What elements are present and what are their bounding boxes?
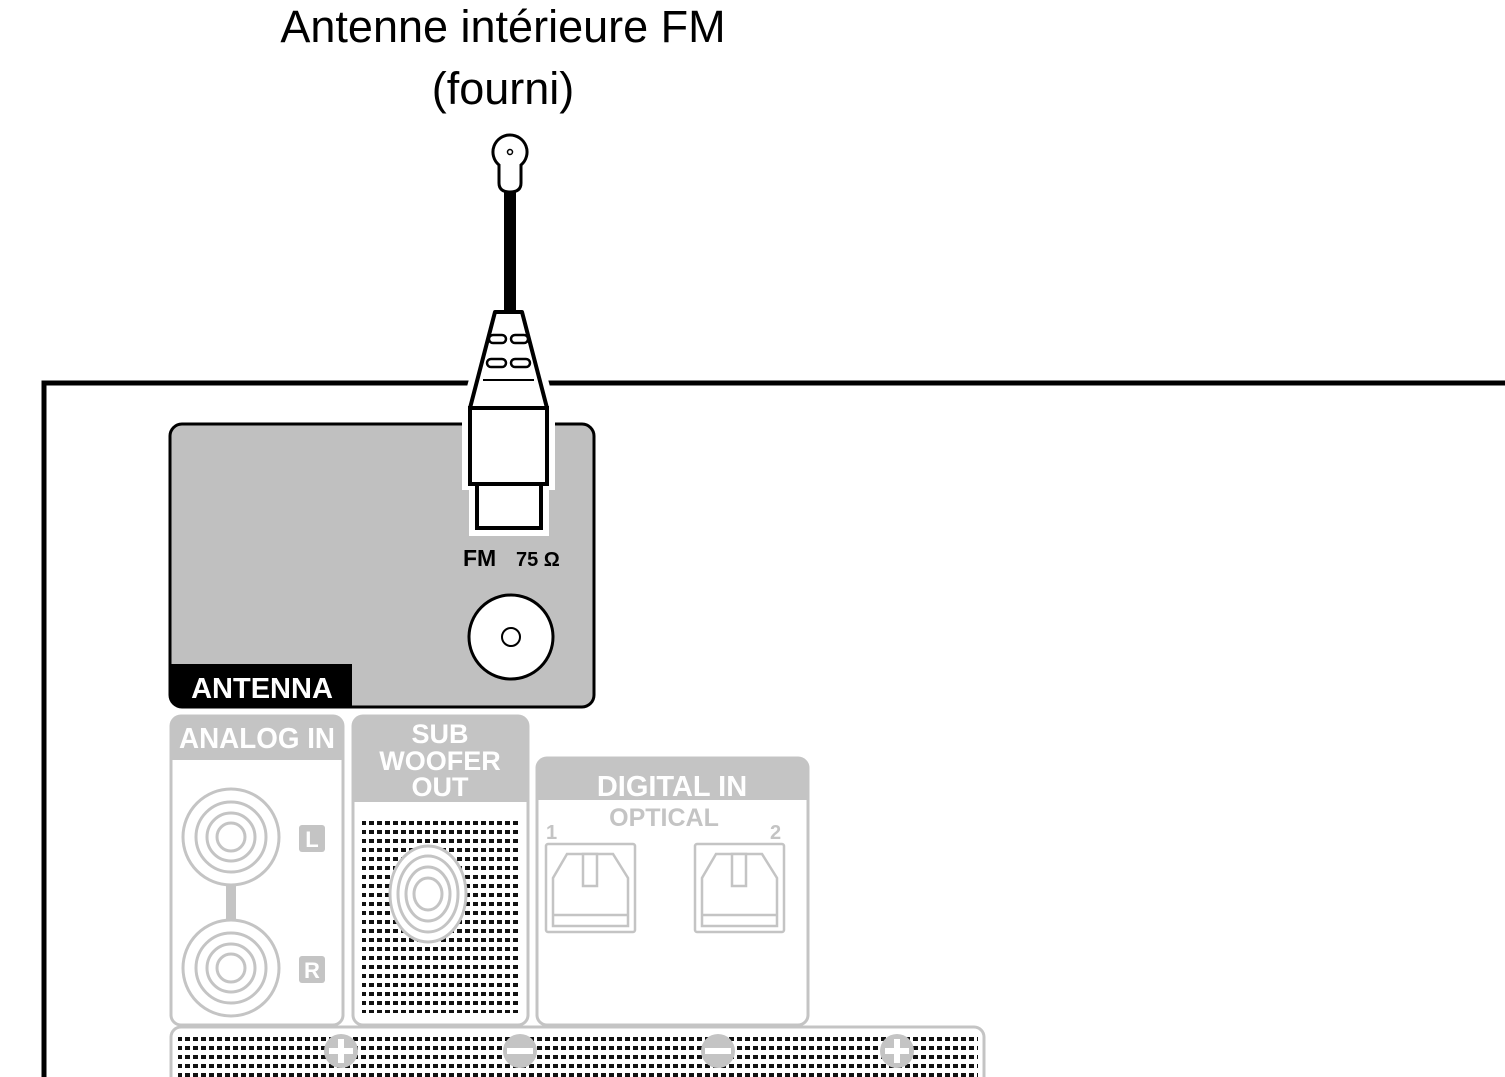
optical-port-2[interactable] bbox=[693, 842, 786, 934]
analog-in-right-jack[interactable] bbox=[181, 918, 281, 1018]
digital-in-section: DIGITAL IN OPTICAL 1 2 bbox=[535, 756, 810, 1027]
subwoofer-out-section: SUB WOOFER OUT bbox=[351, 714, 530, 1027]
digital-in-label: DIGITAL IN bbox=[597, 771, 747, 803]
speaker-terminals-section bbox=[169, 1025, 986, 1077]
fm-label: FM bbox=[463, 545, 496, 571]
fm-antenna-jack[interactable] bbox=[467, 593, 555, 681]
antenna-cable bbox=[504, 190, 516, 312]
optical-port-2-label: 2 bbox=[770, 822, 781, 844]
minus-terminal-icon[interactable] bbox=[503, 1034, 537, 1068]
left-label: L bbox=[305, 827, 318, 852]
subwoofer-label-line-2: WOOFER bbox=[379, 746, 501, 776]
analog-in-left-jack[interactable] bbox=[181, 787, 281, 887]
right-label: R bbox=[304, 958, 320, 983]
plug-body bbox=[468, 406, 549, 486]
analog-in-section: ANALOG IN L R bbox=[169, 714, 345, 1027]
optical-label: OPTICAL bbox=[609, 804, 719, 832]
left-badge bbox=[299, 825, 325, 852]
plug-connector bbox=[475, 482, 543, 530]
plug-grip bbox=[468, 310, 549, 410]
fm-indoor-antenna bbox=[462, 133, 555, 536]
right-badge bbox=[299, 956, 325, 983]
subwoofer-label-line-3: OUT bbox=[412, 772, 470, 802]
optical-port-1-label: 1 bbox=[546, 822, 557, 844]
optical-port-1[interactable] bbox=[544, 842, 637, 934]
minus-terminal-icon[interactable] bbox=[701, 1034, 735, 1068]
subwoofer-label-line-1: SUB bbox=[411, 719, 468, 749]
antenna-label-box bbox=[170, 664, 352, 707]
receiver-chassis bbox=[41, 380, 1505, 1077]
subwoofer-out-jack[interactable] bbox=[388, 844, 468, 944]
plus-terminal-icon[interactable] bbox=[880, 1034, 914, 1068]
antenna-label: ANTENNA bbox=[191, 673, 333, 705]
title-line-1: Antenne intérieure FM bbox=[280, 1, 725, 52]
impedance-label: 75 Ω bbox=[516, 549, 560, 571]
analog-in-label: ANALOG IN bbox=[179, 723, 335, 755]
title-line-2: (fourni) bbox=[432, 63, 575, 114]
plus-terminal-icon[interactable] bbox=[324, 1034, 358, 1068]
antenna-tip bbox=[491, 133, 529, 194]
